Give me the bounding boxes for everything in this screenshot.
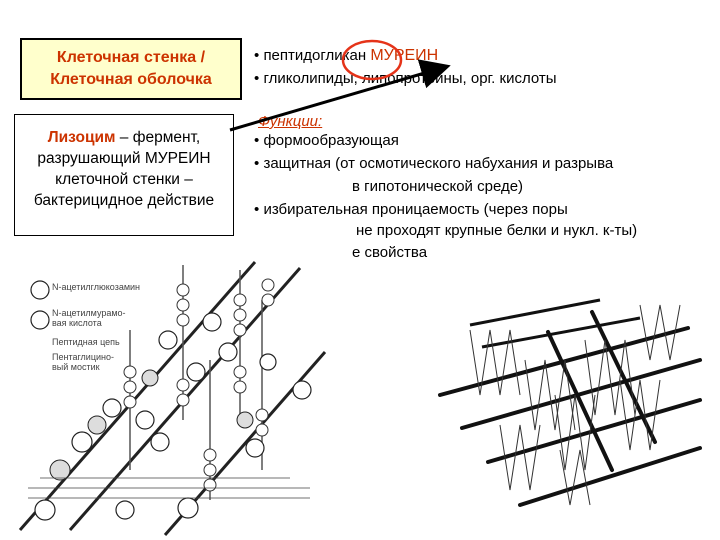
bullet: • [254, 201, 260, 218]
bullet: • [254, 47, 260, 64]
sugar-units [30, 280, 312, 521]
lysozyme-line4: бактерицидное действие [33, 192, 215, 209]
function-tail: е свойства [352, 244, 428, 261]
function-item-1: • формообразующая [254, 132, 399, 150]
peptide-zigzags [469, 304, 681, 506]
lattice-rods [438, 310, 702, 507]
bullet: • [254, 155, 260, 172]
function-text: избирательная проницаемость (через поры [263, 201, 568, 218]
lysozyme-line3: клеточной стенки – [55, 171, 193, 188]
function-item-2: • защитная (от осмотического набухания и… [254, 155, 613, 173]
function-item-2-cont: в гипотонической среде) [352, 178, 524, 195]
lattice-back-rods [469, 298, 641, 349]
function-item-3-cont: не проходят крупные белки и нукл. к-ты) [356, 222, 638, 239]
bullet: • [254, 132, 260, 149]
cell-wall-title-line2: Клеточная оболочка [50, 71, 212, 88]
cell-wall-title-box: Клеточная стенка / Клеточная оболочка [20, 38, 242, 100]
legend-item-4b: вый мостик [52, 362, 100, 372]
function-item-3: • избирательная проницаемость (через пор… [254, 201, 568, 219]
legend-item-3: Пептидная цепь [52, 337, 120, 347]
bullet: • [254, 70, 260, 87]
lysozyme-name: Лизоцим [47, 129, 116, 146]
cell-wall-title-line1: Клеточная стенка / [56, 49, 206, 66]
lysozyme-line2: разрушающий МУРЕИН [37, 150, 211, 167]
legend-item-2a: N-ацетилмурамо- [52, 308, 126, 318]
legend-item-4a: Пентаглицино- [52, 352, 114, 362]
function-text: формообразующая [263, 132, 399, 149]
muramic-units [49, 369, 254, 481]
legend-item-2b: вая кислота [52, 318, 102, 328]
hatched-wall [28, 477, 310, 499]
lysozyme-box: Лизоцим – фермент, разрушающий МУРЕИН кл… [14, 114, 234, 236]
pointer-arrow [229, 59, 451, 132]
murein-circle [341, 39, 403, 81]
legend-item-1: N-ацетилглюкозамин [52, 282, 141, 292]
lysozyme-rest: – фермент, [115, 129, 201, 146]
composition-text-peptidoglycan: пептидогликан [263, 47, 367, 64]
function-text: защитная (от осмотического набухания и р… [263, 155, 614, 172]
glycine-bridges [123, 278, 275, 492]
